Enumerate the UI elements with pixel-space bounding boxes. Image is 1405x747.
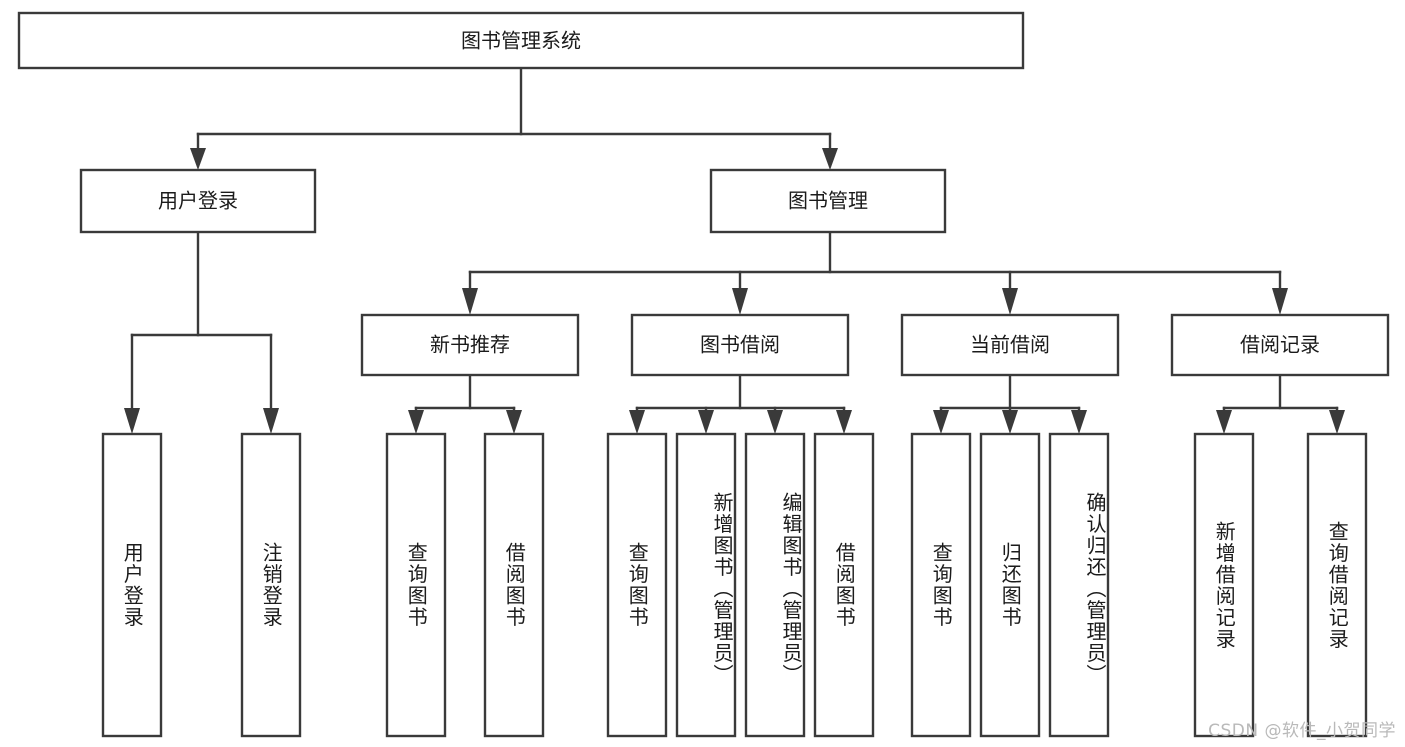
arrowhead-leaf-query-record: [1329, 410, 1345, 434]
arrowhead-book-manage: [822, 148, 838, 170]
box-layer: [17, 11, 1390, 738]
arrowhead-borrow-record: [1272, 288, 1288, 315]
node-book-manage[interactable]: [709, 168, 947, 234]
node-leaf-borrow-book-2[interactable]: [813, 432, 875, 738]
arrowhead-leaf-edit-book: [767, 410, 783, 434]
node-root[interactable]: [17, 11, 1025, 70]
node-borrow-record[interactable]: [1170, 313, 1390, 377]
arrowhead-leaf-add-record: [1216, 410, 1232, 434]
node-book-manage-label: 图书管理: [788, 189, 868, 213]
arrowhead-leaf-borrow-book-1: [506, 410, 522, 434]
node-leaf-add-book[interactable]: [675, 432, 737, 738]
arrowhead-leaf-user-login: [124, 408, 140, 434]
arrowhead-leaf-logout: [263, 408, 279, 434]
node-leaf-query-record[interactable]: [1306, 432, 1368, 738]
node-leaf-query-book-3[interactable]: [910, 432, 972, 738]
node-user-login-label: 用户登录: [158, 189, 238, 213]
connector-layer: [124, 66, 1345, 434]
node-current-borrow-label: 当前借阅: [970, 333, 1050, 357]
node-leaf-borrow-book-1[interactable]: [483, 432, 545, 738]
node-leaf-add-record[interactable]: [1193, 432, 1255, 738]
arrowhead-book-borrow: [732, 288, 748, 315]
arrowhead-leaf-return-book: [1002, 410, 1018, 434]
arrowhead-new-book-rec: [462, 288, 478, 315]
node-leaf-logout[interactable]: [240, 432, 302, 738]
arrowhead-current-borrow: [1002, 288, 1018, 315]
node-current-borrow[interactable]: [900, 313, 1120, 377]
watermark-text: CSDN @软件_小贺同学: [1208, 721, 1396, 741]
node-new-book-rec[interactable]: [360, 313, 580, 377]
node-leaf-edit-book[interactable]: [744, 432, 806, 738]
node-new-book-rec-label: 新书推荐: [430, 333, 510, 357]
node-book-borrow-label: 图书借阅: [700, 333, 780, 357]
node-leaf-return-book[interactable]: [979, 432, 1041, 738]
node-borrow-record-label: 借阅记录: [1240, 333, 1320, 357]
node-leaf-confirm-return[interactable]: [1048, 432, 1110, 738]
arrowhead-user-login: [190, 148, 206, 170]
label-layer-horizontal: 图书管理系统 用户登录 图书管理 新书推荐 图书借阅 当前借阅 借阅记录: [158, 29, 1320, 357]
arrowhead-leaf-query-book-3: [933, 410, 949, 434]
node-leaf-query-book-1[interactable]: [385, 432, 447, 738]
arrowhead-leaf-add-book: [698, 410, 714, 434]
arrowhead-leaf-confirm-return: [1071, 410, 1087, 434]
node-root-label: 图书管理系统: [461, 29, 581, 53]
node-leaf-query-book-2[interactable]: [606, 432, 668, 738]
arrowhead-leaf-borrow-book-2: [836, 410, 852, 434]
node-user-login[interactable]: [79, 168, 317, 234]
arrowhead-leaf-query-book-1: [408, 410, 424, 434]
arrowhead-leaf-query-book-2: [629, 410, 645, 434]
node-leaf-user-login[interactable]: [101, 432, 163, 738]
node-book-borrow[interactable]: [630, 313, 850, 377]
